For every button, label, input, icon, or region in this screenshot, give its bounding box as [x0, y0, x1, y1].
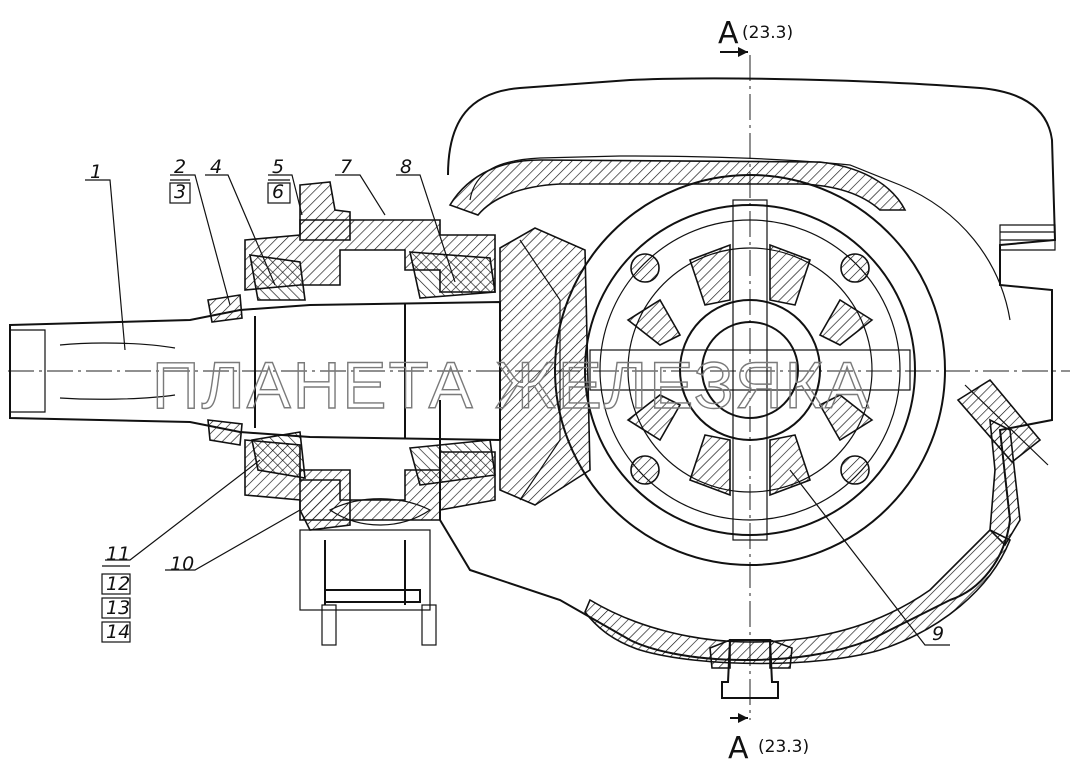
tapered-bearing-left-upper — [249, 254, 306, 301]
section-ref-top: (23.3) — [742, 23, 793, 43]
callout-9: 9 — [932, 623, 944, 645]
leader-11 — [105, 459, 261, 561]
oil-seal-upper — [207, 294, 243, 323]
leader-4 — [205, 174, 276, 286]
drain-plug-boss — [709, 638, 731, 669]
housing-wall-bottom — [584, 529, 1012, 665]
mounting-stud — [421, 604, 437, 646]
leader-1 — [85, 179, 126, 351]
callout-13: 13 — [106, 597, 130, 619]
watermark: ПЛАНЕТА ЖЕЛЕЗЯКА — [152, 348, 871, 422]
side-gear-circle — [679, 299, 821, 441]
leader-2 — [170, 174, 231, 306]
output-flange — [999, 224, 1056, 251]
satellite-gear-top — [688, 243, 731, 306]
side-gear-tooth — [626, 394, 682, 442]
mounting-stud — [321, 604, 337, 646]
input-bearing-housing — [299, 529, 431, 611]
spacer-sleeve — [328, 498, 432, 526]
housing-inner-outline — [469, 155, 1011, 321]
bolt-hole — [630, 455, 660, 485]
shaft-groove — [59, 394, 176, 400]
side-gear-tooth — [818, 394, 874, 442]
section-arrowhead-top — [738, 47, 748, 57]
side-gear-tooth — [818, 298, 874, 346]
callout-4: 4 — [210, 156, 222, 178]
housing-foot — [324, 589, 421, 603]
callout-10: 10 — [170, 553, 194, 575]
bolt-hole — [840, 455, 870, 485]
differential-inner-circle — [627, 247, 873, 493]
bevel-pinion — [499, 227, 591, 506]
bevel-pinion-tooth-line — [519, 239, 561, 501]
callout-8: 8 — [400, 156, 412, 178]
section-ref-bottom: (23.3) — [758, 737, 809, 757]
side-plug — [956, 378, 1042, 464]
differential-cage-circle — [599, 219, 901, 521]
section-letter-top: A — [718, 16, 739, 51]
callout-3-box — [169, 182, 191, 204]
side-plug-axis — [964, 384, 1049, 466]
callout-12: 12 — [106, 573, 130, 595]
callout-12-box — [101, 573, 131, 595]
bolt-hole — [630, 253, 660, 283]
callout-1: 1 — [90, 161, 102, 183]
callout-6-box — [267, 182, 291, 204]
callout-6: 6 — [272, 181, 284, 203]
callout-2: 2 — [174, 156, 186, 178]
satellite-gear-bottom — [688, 434, 731, 497]
differential-housing-circle — [584, 204, 916, 536]
section-arrowhead-bottom — [738, 713, 748, 723]
leader-8 — [396, 174, 456, 283]
leader-9 — [789, 469, 950, 646]
satellite-gear-top — [769, 243, 812, 306]
shaft-groove — [59, 342, 176, 349]
callout-13-box — [101, 597, 131, 619]
drain-plug-boss — [769, 638, 793, 669]
leader-10 — [165, 509, 301, 571]
section-letter-bottom: A — [728, 731, 749, 766]
tapered-bearing-left-lower — [251, 431, 306, 479]
shaft-spline-end — [10, 329, 46, 413]
callout-5: 5 — [272, 156, 284, 178]
leader-7 — [335, 174, 386, 216]
callout-7: 7 — [340, 156, 352, 178]
callout-3: 3 — [174, 181, 186, 203]
tapered-bearing-right-lower — [408, 439, 496, 486]
side-gear-tooth — [626, 298, 682, 346]
differential-outer-circle — [554, 174, 946, 566]
satellite-gear-bottom — [769, 434, 812, 497]
callout-14: 14 — [106, 621, 130, 643]
leader-5 — [268, 174, 303, 216]
axle-bore-circle — [701, 321, 799, 419]
callout-11: 11 — [106, 543, 130, 565]
callout-14-box — [101, 621, 131, 643]
cross-pin-vertical — [732, 199, 768, 541]
bolt-hole — [840, 253, 870, 283]
housing-wall-top — [448, 159, 907, 216]
cross-pin-horizontal — [589, 349, 911, 391]
oil-seal-lower — [207, 419, 243, 446]
